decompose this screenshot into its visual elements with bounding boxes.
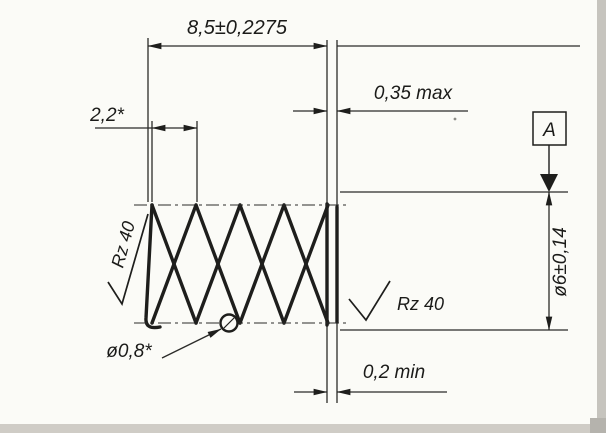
leader-line (161, 328, 222, 359)
dim-free-length: 8,5±0,2275 (147, 17, 580, 202)
dim-outer-diameter-text: ø6±0,14 (550, 227, 571, 297)
roughness-mark-right: Rz 40 (348, 280, 444, 322)
datum-label: A (542, 120, 556, 141)
roughness-mark-left: Rz 40 (107, 213, 149, 307)
spring-centerlines (134, 204, 348, 324)
wire-cross-section (219, 313, 239, 333)
dim-end-gap: 0,2 min (294, 362, 447, 396)
datum-triangle-icon (540, 174, 558, 192)
dim-free-length-text: 8,5±0,2275 (187, 17, 288, 39)
scan-speck (453, 117, 457, 121)
dim-solid-gap-text: 0,35 max (374, 83, 454, 104)
spring-strand (238, 203, 286, 325)
spring-strand (282, 203, 330, 325)
dim-wire-diameter: ø0,8* (106, 328, 222, 362)
dim-pitch-text: 2,2* (89, 105, 124, 126)
dim-outer-diameter: ø6±0,14 (340, 191, 571, 331)
cross-section-hatch (223, 317, 235, 329)
spring-body (144, 202, 339, 330)
spring-strand (194, 203, 242, 325)
scan-corner (590, 418, 606, 433)
spring-left-end-coil (144, 203, 162, 330)
scan-edge-right (597, 0, 606, 433)
dim-solid-gap: 0,35 max (293, 83, 468, 115)
dim-wire-diameter-text: ø0,8* (106, 341, 152, 362)
roughness-right-text: Rz 40 (397, 294, 444, 314)
scan-edge-bottom (0, 424, 606, 433)
roughness-check-icon (348, 280, 391, 322)
datum-a: A (532, 111, 567, 192)
dim-end-gap-text: 0,2 min (363, 362, 425, 383)
roughness-check-icon (107, 213, 149, 307)
spring-strand (150, 203, 198, 325)
dim-pitch: 2,2* (89, 105, 198, 202)
